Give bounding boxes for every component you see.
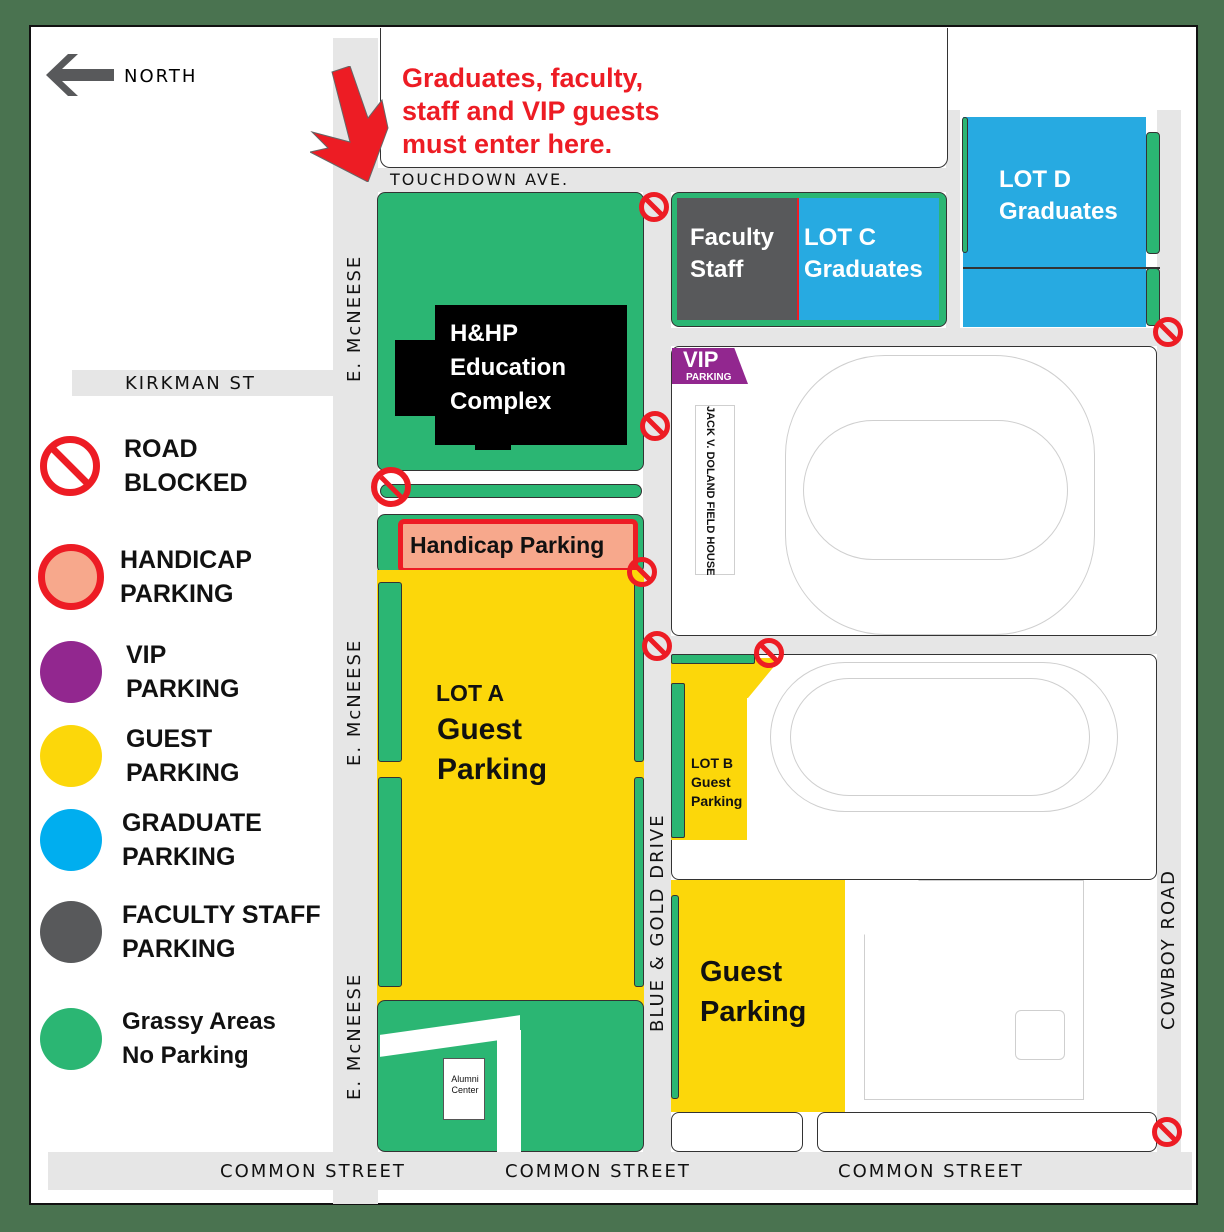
- grass-lot-a-east-1: [634, 582, 644, 762]
- lot-vip-sublabel: PARKING: [686, 372, 732, 383]
- block-north: [380, 28, 948, 168]
- lot-b-label: LOT B Guest Parking: [691, 755, 743, 809]
- grass-lot-a-west-2: [378, 777, 402, 987]
- grass-lot-a-east-2: [634, 777, 644, 987]
- lot-c-label: LOT C Graduates: [804, 224, 923, 283]
- road-blocked-icon: [40, 436, 100, 496]
- field-house-label: JACK V. DOLAND FIELD HOUSE: [704, 406, 716, 576]
- legend-graduate: GRADUATE PARKING: [40, 806, 262, 874]
- road-blocked-icon: [642, 631, 672, 661]
- legend-label: ROAD BLOCKED: [124, 435, 248, 497]
- road-blocked-icon: [371, 467, 411, 507]
- block-se-2: [817, 1112, 1157, 1152]
- road-lot-d-west: [946, 110, 960, 330]
- road-blocked-icon: [627, 557, 657, 587]
- lot-d-divider: [963, 267, 1160, 269]
- legend-label: Grassy Areas No Parking: [122, 1008, 276, 1069]
- grass-lot-a-west-1: [378, 582, 402, 762]
- grass-lot-d-west: [962, 117, 968, 253]
- entrance-notice: Graduates, faculty, staff and VIP guests…: [402, 63, 660, 159]
- lot-d: [963, 117, 1146, 327]
- grass-lot-d-se: [1146, 268, 1160, 326]
- lot-guest-south-label: Guest Parking: [700, 956, 807, 1028]
- legend-guest: GUEST PARKING: [40, 722, 239, 790]
- track-outline: [770, 662, 1118, 812]
- road-common: [48, 1152, 1192, 1190]
- lot-c: [797, 198, 939, 320]
- legend-label: FACULTY STAFF PARKING: [122, 901, 321, 963]
- street-mcneese-bottom: E. McNEESE: [344, 972, 365, 1100]
- graduate-swatch: [40, 809, 102, 871]
- faculty-swatch: [40, 901, 102, 963]
- road-cowboy: [1157, 110, 1181, 1152]
- road-mcneese: [333, 38, 378, 1204]
- building-hhp: [395, 305, 627, 450]
- grass-swatch: [40, 1008, 102, 1070]
- stadium-field: [803, 420, 1068, 560]
- legend-faculty: FACULTY STAFF PARKING: [40, 898, 321, 966]
- lot-faculty-staff: [677, 198, 797, 320]
- arrow-left-icon: [46, 54, 114, 101]
- road-blocked-icon: [639, 192, 669, 222]
- legend-label: GRADUATE PARKING: [122, 809, 262, 871]
- grass-strip: [380, 484, 642, 498]
- grass-lot-b-west: [671, 683, 685, 838]
- road-touchdown: [378, 168, 960, 192]
- alumni-drive: [497, 1030, 521, 1152]
- street-common-3: COMMON STREET: [838, 1161, 1024, 1182]
- road-blocked-icon: [1152, 1117, 1182, 1147]
- stadium-block: [671, 346, 1157, 636]
- lot-handicap-label: Handicap Parking: [410, 532, 605, 558]
- lot-d-label: LOT D Graduates: [999, 166, 1118, 225]
- compass-label: NORTH: [124, 66, 198, 87]
- legend-label: HANDICAP PARKING: [120, 546, 252, 608]
- street-mcneese-top: E. McNEESE: [344, 254, 365, 382]
- road-blue-gold: [643, 192, 671, 1152]
- legend-grass: Grassy Areas No Parking: [40, 1005, 276, 1073]
- street-mcneese-mid: E. McNEESE: [344, 638, 365, 766]
- road-blocked-icon: [640, 411, 670, 441]
- lot-vip: [672, 348, 748, 384]
- vip-swatch: [40, 641, 102, 703]
- street-blue-gold: BLUE & GOLD DRIVE: [647, 813, 668, 1032]
- street-common-1: COMMON STREET: [220, 1161, 406, 1182]
- legend-label: GUEST PARKING: [126, 725, 240, 787]
- building-alumni-label: Alumni Center: [451, 1074, 479, 1095]
- lot-vip-label: VIP: [683, 347, 719, 372]
- street-touchdown: TOUCHDOWN AVE.: [390, 170, 570, 189]
- street-kirkman: KIRKMAN ST: [125, 373, 256, 394]
- legend-handicap: HANDICAP PARKING: [38, 543, 252, 611]
- handicap-swatch: [38, 544, 104, 610]
- building-hhp-label: H&HP Education Complex: [450, 320, 567, 415]
- track-infield: [790, 678, 1090, 796]
- lot-guest-south: [671, 880, 845, 1112]
- road-mid-east: [671, 328, 1157, 346]
- grass-guest-south-west: [671, 895, 679, 1099]
- field-house-outline: [695, 405, 735, 575]
- stadium-outline: [785, 355, 1095, 635]
- legend-road-blocked: ROAD BLOCKED: [40, 432, 248, 500]
- street-cowboy: COWBOY ROAD: [1158, 869, 1179, 1030]
- building-alumni: [443, 1058, 485, 1120]
- entrance-arrow-icon: [308, 65, 390, 187]
- grass-lot-b-top: [671, 654, 755, 664]
- grass-lot-d-east: [1146, 132, 1160, 254]
- legend-vip: VIP PARKING: [40, 638, 239, 706]
- guest-swatch: [40, 725, 102, 787]
- road-blocked-icon: [1153, 317, 1183, 347]
- lot-a: [377, 570, 644, 1012]
- road-blocked-icon: [754, 638, 784, 668]
- street-common-2: COMMON STREET: [505, 1161, 691, 1182]
- road-mid-east-2: [671, 636, 1157, 654]
- legend-label: VIP PARKING: [126, 641, 240, 703]
- block-se-1: [671, 1112, 803, 1152]
- baseball-field: [864, 880, 1084, 1100]
- lot-a-subtitle: Guest Parking: [437, 713, 548, 786]
- lot-faculty-label: Faculty Staff: [690, 224, 775, 283]
- road-kirkman: [72, 370, 334, 396]
- lot-a-title: LOT A: [436, 680, 505, 706]
- baseball-infield: [1015, 1010, 1065, 1060]
